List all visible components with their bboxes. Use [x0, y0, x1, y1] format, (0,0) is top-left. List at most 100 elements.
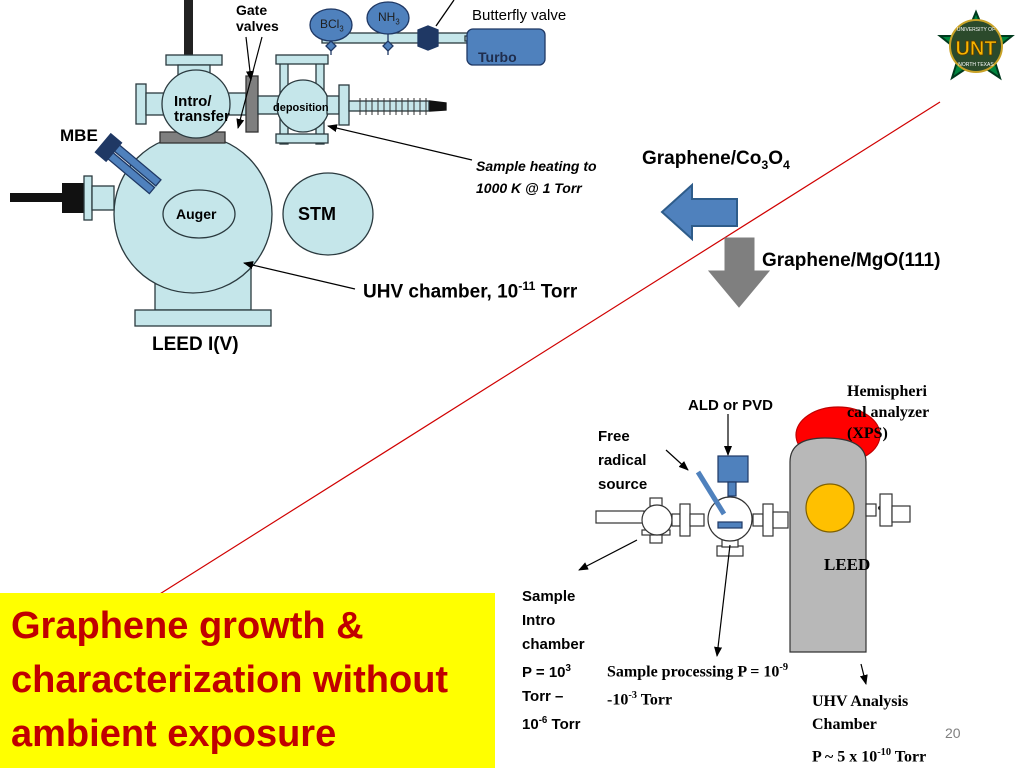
- p-intro2-a: 10: [522, 716, 539, 733]
- nh3-sub: 3: [395, 17, 400, 27]
- p-intro2-sup: -6: [538, 715, 548, 726]
- sample-processing-line1: Sample processing P = 10-9: [607, 656, 788, 684]
- butterfly-valve-label: Butterfly valve: [472, 7, 567, 24]
- mbe-source: [94, 132, 162, 195]
- intro-line2: transfer: [174, 108, 230, 125]
- sample-intro-line2: Intro: [522, 612, 556, 629]
- mbe-label: MBE: [60, 126, 98, 145]
- p-intro-a: P = 10: [522, 664, 566, 681]
- gate-valves-line2: valves: [236, 18, 279, 34]
- p-analysis-a: P ~ 5 x 10: [812, 748, 878, 766]
- sample-heating-label: Sample heating to 1000 K @ 1 Torr: [476, 155, 597, 199]
- p-analysis-b: Torr: [891, 748, 927, 766]
- deposition-label: deposition: [273, 102, 329, 114]
- manipulator-arm: [348, 100, 430, 112]
- ald-pvd-label: ALD or PVD: [688, 397, 774, 414]
- sample-processing2-a: -10: [607, 691, 629, 709]
- sample-stage: [717, 521, 743, 529]
- uhv-analysis-chamber: [789, 437, 867, 653]
- manipulator-bellows: [359, 98, 427, 115]
- nh3-bottle: [366, 1, 410, 35]
- sample-intro-line3: chamber: [522, 636, 585, 653]
- title-line1: Graphene growth &: [11, 605, 364, 647]
- sample-intro-line5: Torr –: [522, 688, 564, 705]
- gate-valves-line1: Gate: [236, 2, 268, 18]
- intro-transfer-label: Intro/ transfer: [174, 94, 230, 124]
- left-port: [83, 175, 93, 221]
- uhv-chamber-sup: -11: [518, 279, 536, 293]
- title-line3: ambient exposure: [11, 713, 337, 755]
- sample-intro-line1: Sample: [522, 588, 576, 605]
- gate-valve: [245, 75, 259, 133]
- hemispherical-label: Hemispheri cal analyzer (XPS): [847, 381, 929, 444]
- leed-iv-label: LEED I(V): [152, 334, 239, 355]
- co3o4-s1: 3: [761, 157, 769, 172]
- sample-processing2-b: Torr: [636, 691, 673, 709]
- logo-top-text: UNIVERSITY OF: [957, 27, 995, 33]
- sample-processing2-sup: -3: [628, 690, 637, 702]
- manipulator-tip: [429, 100, 447, 112]
- free-radical-line3: source: [598, 476, 648, 493]
- left-block-arrow: [660, 182, 738, 242]
- sample-heating-line2: 1000 K @ 1 Torr: [476, 180, 582, 196]
- left-cable: [10, 193, 72, 202]
- unt-logo: UNIVERSITY OF UNT NORTH TEXAS: [937, 9, 1015, 81]
- intro-line1: Intro/: [174, 93, 212, 110]
- bcl3-valve: [325, 40, 337, 52]
- bcl3-main: BCl: [320, 17, 340, 31]
- auger-label: Auger: [176, 206, 217, 222]
- sample-processing-sup: -9: [779, 662, 789, 673]
- co3o4-a: Graphene/Co: [642, 148, 762, 169]
- logo-bottom-text: NORTH TEXAS: [958, 62, 994, 68]
- page-number: 20: [945, 725, 961, 741]
- nh3-main: NH: [378, 10, 396, 24]
- free-radical-label: Free radical source: [598, 425, 647, 497]
- sample-intro-line4: P = 103: [522, 657, 585, 685]
- ald-pvd-source: [717, 455, 749, 483]
- bcl3-label: BCl3: [320, 17, 344, 33]
- uhv-chamber-unit: Torr: [535, 281, 578, 303]
- stm-chamber: [282, 172, 374, 256]
- bottom-annotation-lines: [578, 414, 868, 685]
- co3o4-b: O: [768, 148, 783, 169]
- p-analysis-sup: -10: [877, 747, 892, 758]
- sample-processing-line2: -10-3 Torr: [607, 684, 788, 712]
- p-intro-sup: 3: [565, 663, 571, 674]
- leed-label: LEED: [824, 555, 871, 574]
- sample-heating-line1: Sample heating to: [476, 158, 597, 174]
- top-annotation-lines: [236, 36, 473, 290]
- hemispherical-line2: cal analyzer: [847, 404, 930, 421]
- title-box: Graphene growth & characterization witho…: [0, 593, 495, 768]
- nh3-label: NH3: [378, 10, 400, 26]
- uhv-chamber-text: UHV chamber, 10: [363, 281, 519, 303]
- sample-intro-line6: 10-6 Torr: [522, 709, 585, 737]
- title-line2: characterization without: [11, 659, 449, 701]
- sample-intro-label: Sample Intro chamber P = 103 Torr – 10-6…: [522, 585, 585, 737]
- co3o4-s2: 4: [782, 157, 790, 172]
- intro-transfer-chamber: [161, 69, 231, 139]
- sample-processing-label: Sample processing P = 10-9 -10-3 Torr: [607, 656, 788, 713]
- processing-chamber: [707, 496, 753, 542]
- uhv-analysis-label: UHV Analysis Chamber: [812, 690, 908, 736]
- turbo-pump: [466, 28, 546, 66]
- hemispherical-line1: Hemispheri: [847, 383, 927, 400]
- sample-processing-a: Sample processing P = 10: [607, 663, 780, 681]
- diagonal-red-line: [154, 101, 941, 598]
- uhv-chamber-label: UHV chamber, 10-11 Torr: [363, 279, 577, 303]
- logo-main-text: UNT: [955, 38, 996, 60]
- hemispherical-line3: (XPS): [847, 425, 888, 442]
- uhv-analysis-line1: UHV Analysis: [812, 693, 909, 710]
- intro-chamber-bottom: [641, 504, 673, 536]
- gate-valves-label: Gate valves: [236, 2, 279, 34]
- nh3-valve: [382, 40, 394, 52]
- free-radical-line2: radical: [598, 452, 647, 469]
- graphene-co3o4-label: Graphene/Co3O4: [642, 148, 790, 172]
- left-flange: [62, 183, 84, 213]
- p-analysis-label: P ~ 5 x 10-10 Torr: [812, 747, 926, 766]
- butterfly-valve: [417, 25, 439, 51]
- feed-line: [184, 0, 193, 82]
- free-radical-line1: Free: [598, 428, 630, 445]
- bcl3-sub: 3: [339, 24, 344, 34]
- graphene-mgo-label: Graphene/MgO(111): [762, 250, 941, 271]
